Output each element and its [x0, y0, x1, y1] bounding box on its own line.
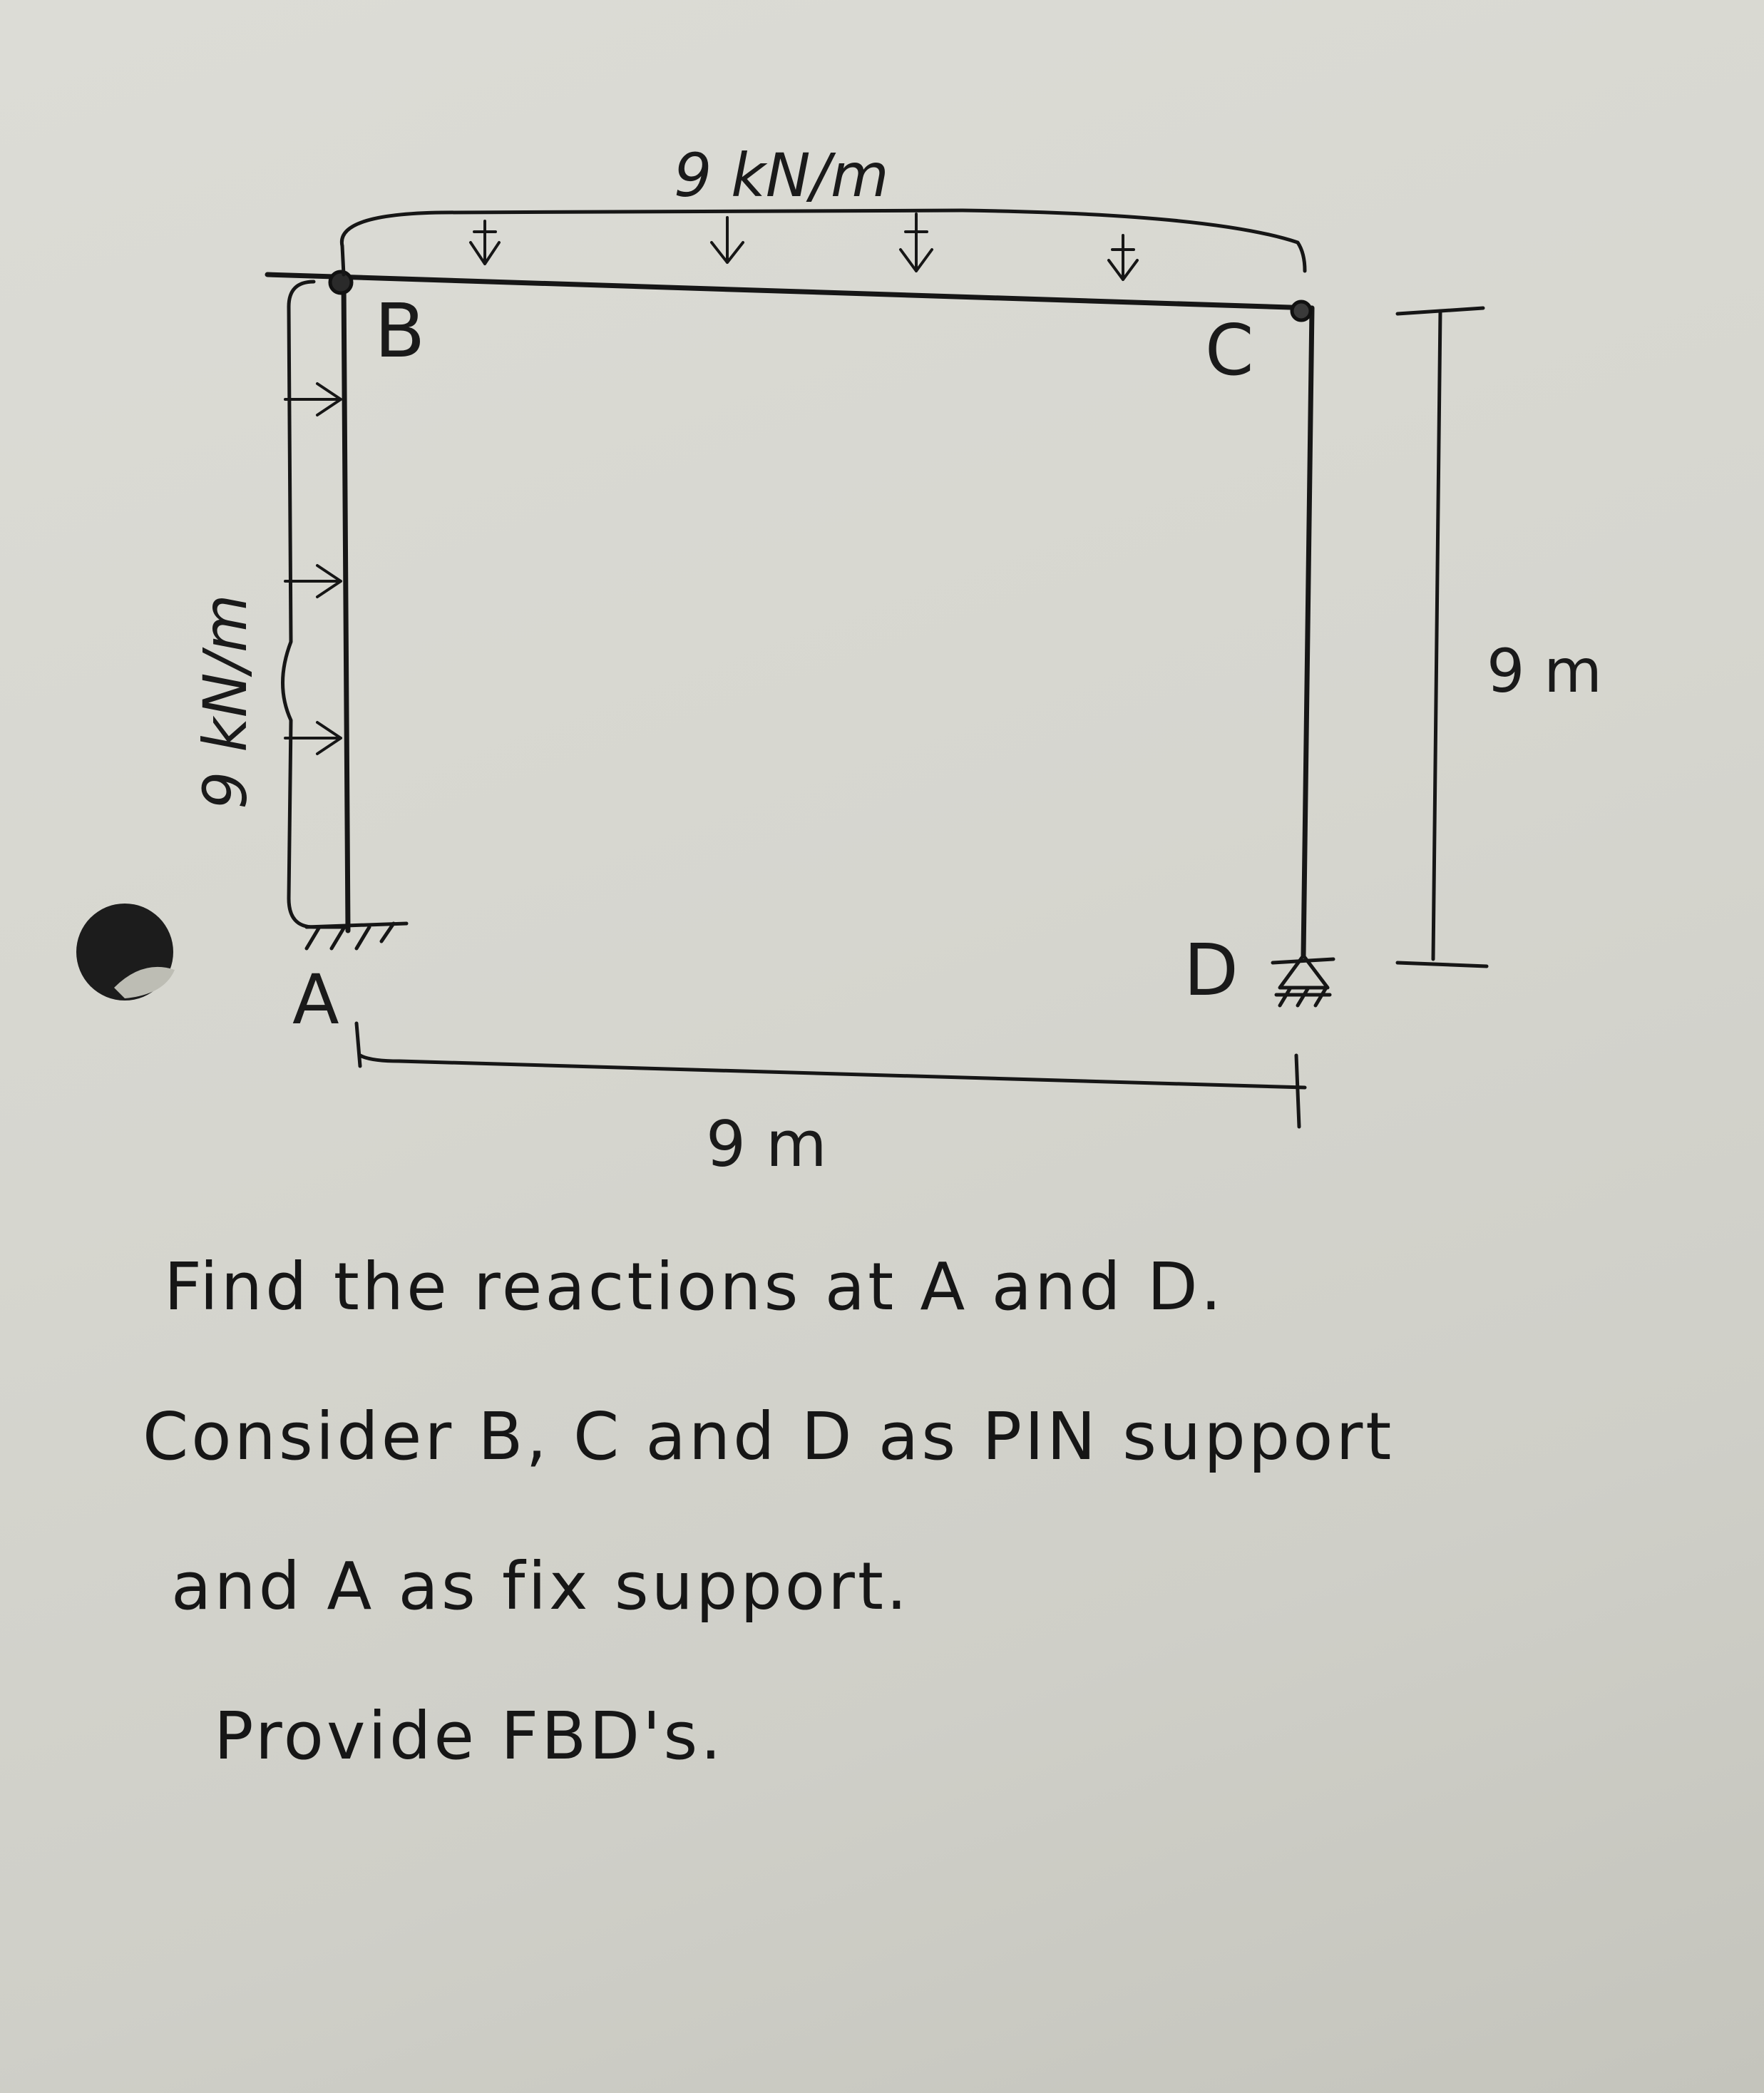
node-b-label: B	[374, 287, 425, 374]
problem-line-2: Consider B, C and D as PIN support	[143, 1398, 1395, 1475]
height-dim-label: 9 m	[1487, 636, 1602, 706]
width-dimension	[354, 1021, 1307, 1129]
top-distributed-load	[339, 208, 1307, 281]
column-cd	[1301, 305, 1315, 958]
beam-bc	[265, 272, 1315, 311]
problem-line-4: Provide FBD's.	[214, 1698, 724, 1774]
left-distributed-load	[281, 280, 350, 929]
load-arrow	[284, 564, 342, 598]
punch-hole	[76, 904, 175, 1001]
column-ab	[341, 277, 351, 933]
top-load-label: 9 kN/m	[674, 140, 889, 210]
load-arrow	[899, 213, 933, 272]
load-arrow	[710, 216, 744, 264]
width-dim-label: 9 m	[706, 1107, 827, 1181]
pin-joint-c	[1290, 300, 1313, 322]
load-arrow	[469, 220, 501, 265]
pin-support-d	[1271, 953, 1335, 1008]
problem-line-3: and A as fix support.	[171, 1548, 911, 1624]
problem-line-1: Find the reactions at A and D.	[164, 1249, 1225, 1325]
height-dimension	[1395, 306, 1489, 968]
load-arrow	[284, 721, 342, 755]
left-load-label: 9 kN/m	[190, 594, 260, 809]
fixed-support-a	[304, 921, 409, 951]
node-d-label: D	[1184, 928, 1239, 1012]
load-arrow	[284, 382, 342, 416]
load-arrow	[1107, 234, 1139, 281]
node-c-label: C	[1205, 310, 1253, 392]
pin-joint-b	[328, 270, 354, 295]
node-a-label: A	[292, 960, 339, 1040]
problem-statement: Find the reactions at A and D. Consider …	[143, 1212, 1747, 1811]
